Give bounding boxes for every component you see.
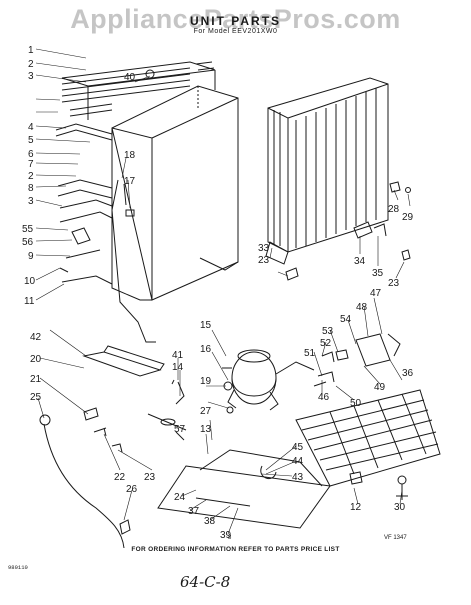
callout: 4: [28, 122, 34, 133]
callout: 3: [28, 71, 34, 82]
drain-heater-wiring: [39, 345, 187, 549]
callout: 34: [354, 256, 366, 267]
callout: 6: [28, 149, 34, 160]
callout: 24: [174, 492, 186, 503]
callout: 49: [374, 382, 386, 393]
callout: 11: [24, 296, 35, 307]
callout: 10: [24, 276, 36, 287]
callout: 1: [28, 45, 34, 56]
callout: 44: [292, 456, 304, 467]
callout: 37: [188, 506, 200, 517]
callout: 15: [200, 320, 212, 331]
callout: 13: [200, 424, 212, 435]
callout: 22: [114, 472, 126, 483]
diagram-title: UNIT PARTS: [189, 14, 282, 28]
callout-numbers: 1 2 3 4 5 6 7 2 8 3 55 56 9 10 11 40 18 …: [22, 45, 414, 541]
callout: 47: [370, 288, 382, 299]
callout: 23: [388, 278, 400, 289]
callout: 54: [340, 314, 352, 325]
model-line: For Model EEV201XW0: [193, 28, 278, 35]
callout: 27: [200, 406, 212, 417]
callout: 17: [124, 176, 136, 187]
figure-code: VF 1347: [384, 535, 407, 541]
callout: 18: [124, 150, 136, 161]
callout: 51: [304, 348, 316, 359]
evaporator-coil: [61, 61, 216, 120]
callout: 2: [28, 59, 34, 70]
base-tray: [157, 449, 331, 529]
callout: 42: [30, 332, 42, 343]
callout: 5: [28, 135, 34, 146]
callout: 19: [200, 376, 212, 387]
compressor: [222, 349, 315, 414]
callout: 52: [320, 338, 332, 349]
callout: 21: [30, 374, 42, 385]
callout: 9: [28, 251, 34, 262]
callout: 30: [394, 502, 406, 513]
callout: 56: [22, 237, 34, 248]
callout: 43: [292, 472, 304, 483]
leader-lines: [35, 48, 411, 535]
callout: 46: [318, 392, 330, 403]
small-parts-right: [285, 181, 411, 281]
site-watermark: AppliancePartsPros.com: [70, 4, 401, 34]
callout: 39: [220, 530, 232, 541]
callout: 29: [402, 212, 414, 223]
callout: 25: [30, 392, 42, 403]
callout: 40: [124, 72, 136, 83]
ordering-note: FOR ORDERING INFORMATION REFER TO PARTS …: [131, 546, 340, 553]
callout: 50: [350, 398, 362, 409]
callout: 3: [28, 196, 34, 207]
condenser-rack: [265, 77, 389, 265]
callout: 36: [402, 368, 414, 379]
callout: 20: [30, 354, 42, 365]
callout: 38: [204, 516, 216, 527]
callout: 14: [172, 362, 184, 373]
callout: 16: [200, 344, 212, 355]
callout: 12: [350, 502, 362, 513]
liner-box: [111, 85, 239, 343]
callout: 45: [292, 442, 304, 453]
callout: 41: [172, 350, 184, 361]
callout: 35: [372, 268, 384, 279]
page-number: 8: [228, 535, 232, 541]
handwritten-note: 64-C-8: [180, 573, 231, 591]
shelves-left: [55, 123, 113, 285]
callout: 23: [258, 255, 270, 266]
callout: 55: [22, 224, 34, 235]
small-parts-bottom-right: [349, 471, 408, 500]
callout: 33: [258, 243, 270, 254]
callout: 53: [322, 326, 334, 337]
callout: 23: [144, 472, 156, 483]
callout: 57: [174, 424, 186, 435]
callout: 7: [28, 159, 34, 170]
condenser-coil: [295, 389, 441, 487]
callout: 2: [28, 171, 34, 182]
callout: 26: [126, 484, 138, 495]
callout: 48: [356, 302, 368, 313]
date-code: 980110: [8, 564, 28, 571]
callout: 8: [28, 183, 34, 194]
callout: 28: [388, 204, 400, 215]
